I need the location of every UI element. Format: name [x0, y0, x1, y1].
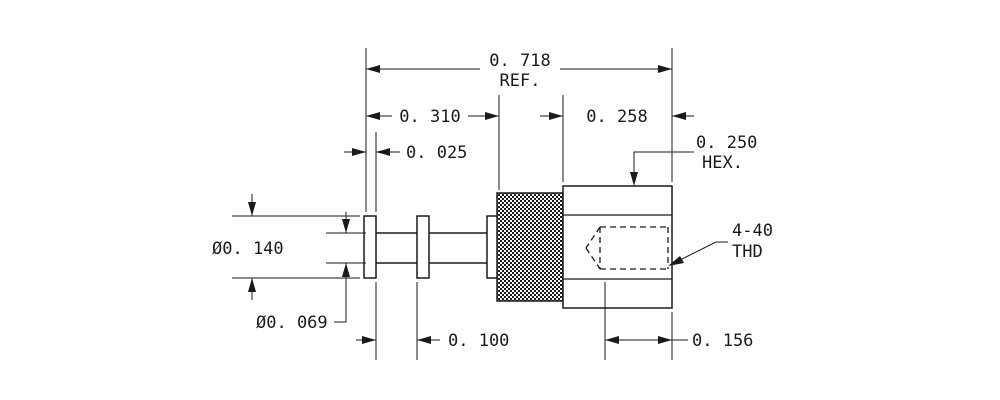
dim-overall-length: 0. 718 REF.	[366, 51, 672, 91]
flange-diameter-value: Ø0. 140	[212, 239, 284, 259]
dim-hex-size: 0. 250 HEX.	[630, 133, 757, 186]
part-outline	[363, 185, 673, 309]
dim-flange-diameter: Ø0. 140	[212, 194, 284, 300]
overall-length-ref: REF.	[500, 71, 541, 91]
hex-size-value: 0. 250	[696, 133, 757, 153]
dim-head-length: 0. 258	[540, 107, 694, 127]
head-length-value: 0. 258	[586, 107, 647, 127]
thread-size-label: THD	[732, 242, 763, 262]
hex-head	[562, 185, 673, 309]
hex-size-label: HEX.	[702, 153, 743, 173]
knurled-section	[496, 192, 564, 302]
dim-shaft-length: 0. 310	[366, 107, 499, 127]
thread-depth-value: 0. 156	[692, 331, 753, 351]
dim-thread-depth: 0. 156	[605, 331, 753, 351]
dim-groove-spacing: 0. 100	[356, 331, 509, 351]
callout-thread: 4-40 THD	[668, 221, 773, 266]
flange-thickness-value: 0. 025	[406, 143, 467, 163]
dim-shaft-diameter: Ø0. 069	[256, 212, 350, 333]
collar-middle	[416, 215, 430, 279]
tapped-hole-hidden	[585, 226, 669, 270]
shaft-length-value: 0. 310	[399, 107, 460, 127]
thread-size-value: 4-40	[732, 221, 773, 241]
overall-length-value: 0. 718	[489, 51, 550, 71]
flange-left	[363, 215, 377, 279]
dim-flange-thickness: 0. 025	[344, 143, 467, 163]
extension-lines	[232, 48, 673, 360]
shaft	[371, 232, 501, 264]
groove-spacing-value: 0. 100	[448, 331, 509, 351]
shaft-diameter-value: Ø0. 069	[256, 313, 328, 333]
